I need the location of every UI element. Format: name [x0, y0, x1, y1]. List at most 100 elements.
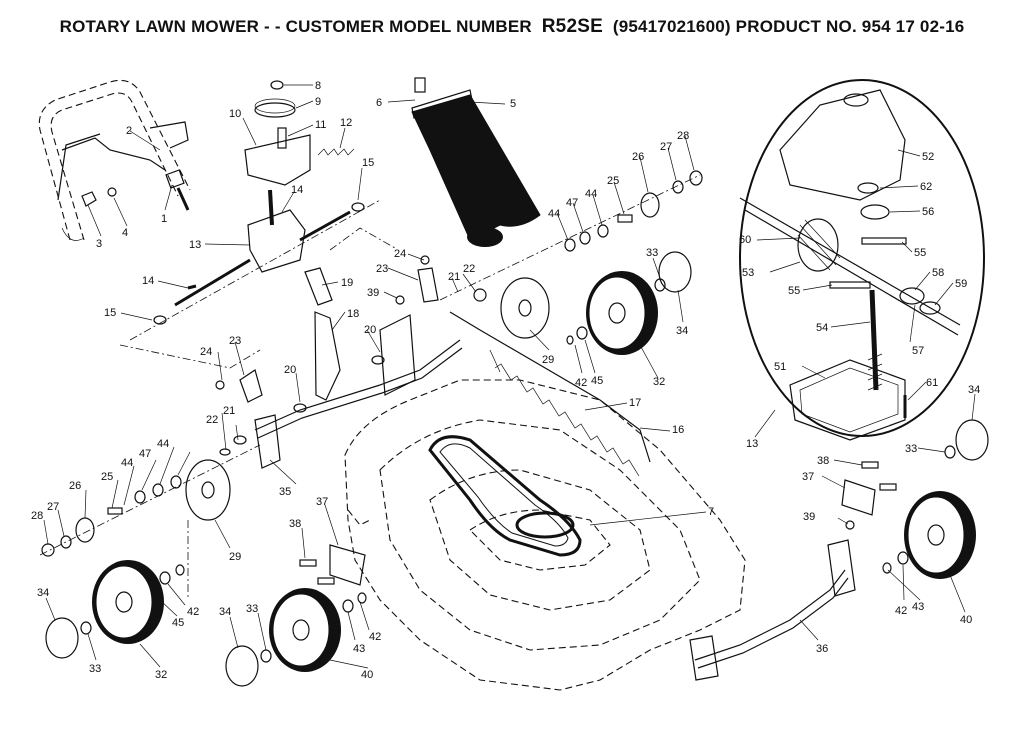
front-axle-36 — [689, 461, 897, 681]
key-14 — [187, 284, 197, 290]
callout-24: 24 — [394, 248, 406, 260]
callout-55: 55 — [914, 247, 926, 259]
axle-bracket — [254, 414, 281, 469]
callout-16: 16 — [672, 424, 684, 436]
callout-57: 57 — [912, 345, 924, 357]
axle-bracket-right — [827, 539, 856, 597]
callout-1: 1 — [161, 213, 167, 225]
rear-wheel-right-32 — [473, 251, 692, 355]
gearbox-detail — [739, 79, 985, 441]
callout-17: 17 — [629, 397, 641, 409]
gearbox-13 — [247, 209, 306, 273]
callout-26: 26 — [632, 151, 644, 163]
callout-2: 2 — [126, 125, 132, 137]
bolt-11 — [277, 127, 287, 149]
callout-47: 47 — [566, 197, 578, 209]
bolt-6 — [414, 77, 426, 93]
callout-60: 60 — [739, 234, 751, 246]
callout-15: 15 — [362, 157, 374, 169]
hubcap-34 — [658, 251, 692, 293]
callout-28: 28 — [677, 130, 689, 142]
callout-22: 22 — [463, 263, 475, 275]
spring-17 — [489, 349, 640, 477]
callout-56: 56 — [922, 206, 934, 218]
callout-52: 52 — [922, 151, 934, 163]
handle-bracket — [57, 121, 190, 211]
callout-19: 19 — [341, 277, 353, 289]
callout-27b: 27 — [47, 501, 59, 513]
callout-13: 13 — [189, 239, 201, 251]
callout-27: 27 — [660, 141, 672, 153]
callout-43b: 43 — [912, 601, 924, 613]
cable-pin — [176, 187, 190, 211]
wheel-plate-29 — [500, 277, 550, 339]
callout-21: 21 — [448, 271, 460, 283]
callout-33: 33 — [646, 247, 658, 259]
callout-15b: 15 — [104, 307, 116, 319]
callout-7: 7 — [708, 506, 714, 518]
diagram-title: ROTARY LAWN MOWER - - CUSTOMER MODEL NUM… — [0, 16, 1024, 38]
callout-42: 42 — [575, 377, 587, 389]
pulley-9 — [254, 102, 296, 118]
clip-39 — [395, 295, 405, 305]
bracket-23 — [417, 267, 439, 303]
callout-24b: 24 — [200, 346, 212, 358]
callout-numbers: 1 2 3 4 5 6 7 8 9 10 11 12 13 13 14 14 1… — [31, 80, 980, 681]
front-wheel-right-40 — [882, 419, 989, 579]
callout-6: 6 — [376, 97, 382, 109]
callout-40b: 40 — [960, 614, 972, 626]
callout-34: 34 — [676, 325, 688, 337]
callout-23b: 23 — [229, 335, 241, 347]
callout-42c: 42 — [369, 631, 381, 643]
callout-29b: 29 — [229, 551, 241, 563]
gear-housing-top-52 — [779, 89, 906, 201]
callout-10: 10 — [229, 108, 241, 120]
axle-bracket-left — [689, 635, 719, 681]
callout-33c: 33 — [246, 603, 258, 615]
bolt-4 — [107, 187, 117, 197]
callout-39b: 39 — [803, 511, 815, 523]
callout-32b: 32 — [155, 669, 167, 681]
callout-29: 29 — [542, 354, 554, 366]
callout-20: 20 — [364, 324, 376, 336]
callout-42d: 42 — [895, 605, 907, 617]
callout-38b: 38 — [817, 455, 829, 467]
cable-spring — [165, 169, 185, 189]
bracket-37 — [329, 544, 366, 586]
washer-59 — [919, 301, 941, 315]
gear-housing-bottom-51 — [789, 359, 906, 441]
mower-deck — [344, 379, 746, 691]
key-55b — [829, 281, 871, 289]
callout-54: 54 — [816, 322, 828, 334]
callout-34d: 34 — [968, 384, 980, 396]
wheel-plate-29b — [185, 459, 231, 521]
mount-bracket-10 — [244, 134, 311, 186]
callout-33d: 33 — [905, 443, 917, 455]
rear-axle-35 — [219, 339, 463, 469]
callout-14b: 14 — [142, 275, 154, 287]
callout-25: 25 — [607, 175, 619, 187]
front-wheel-left-40 — [225, 544, 367, 687]
callout-5: 5 — [510, 98, 516, 110]
callout-36: 36 — [816, 643, 828, 655]
handle-grip-19 — [304, 267, 333, 306]
callout-23: 23 — [376, 263, 388, 275]
spring-12 — [317, 148, 355, 156]
transmission-assembly — [153, 80, 365, 325]
title-prefix: ROTARY LAWN MOWER - - CUSTOMER MODEL NUM… — [59, 17, 532, 36]
callout-42b: 42 — [187, 606, 199, 618]
model-number: R52SE — [541, 16, 603, 37]
callout-47b: 47 — [139, 448, 151, 460]
callout-55b: 55 — [788, 285, 800, 297]
callout-22b: 22 — [206, 414, 218, 426]
callout-18: 18 — [347, 308, 359, 320]
callout-38: 38 — [289, 518, 301, 530]
callout-34c: 34 — [219, 606, 231, 618]
callout-28b: 28 — [31, 510, 43, 522]
pinion-26 — [640, 192, 660, 218]
callout-11: 11 — [315, 119, 326, 131]
callout-62: 62 — [920, 181, 932, 193]
callout-14: 14 — [291, 184, 303, 196]
nut-8 — [270, 80, 284, 90]
callout-21b: 21 — [223, 405, 235, 417]
